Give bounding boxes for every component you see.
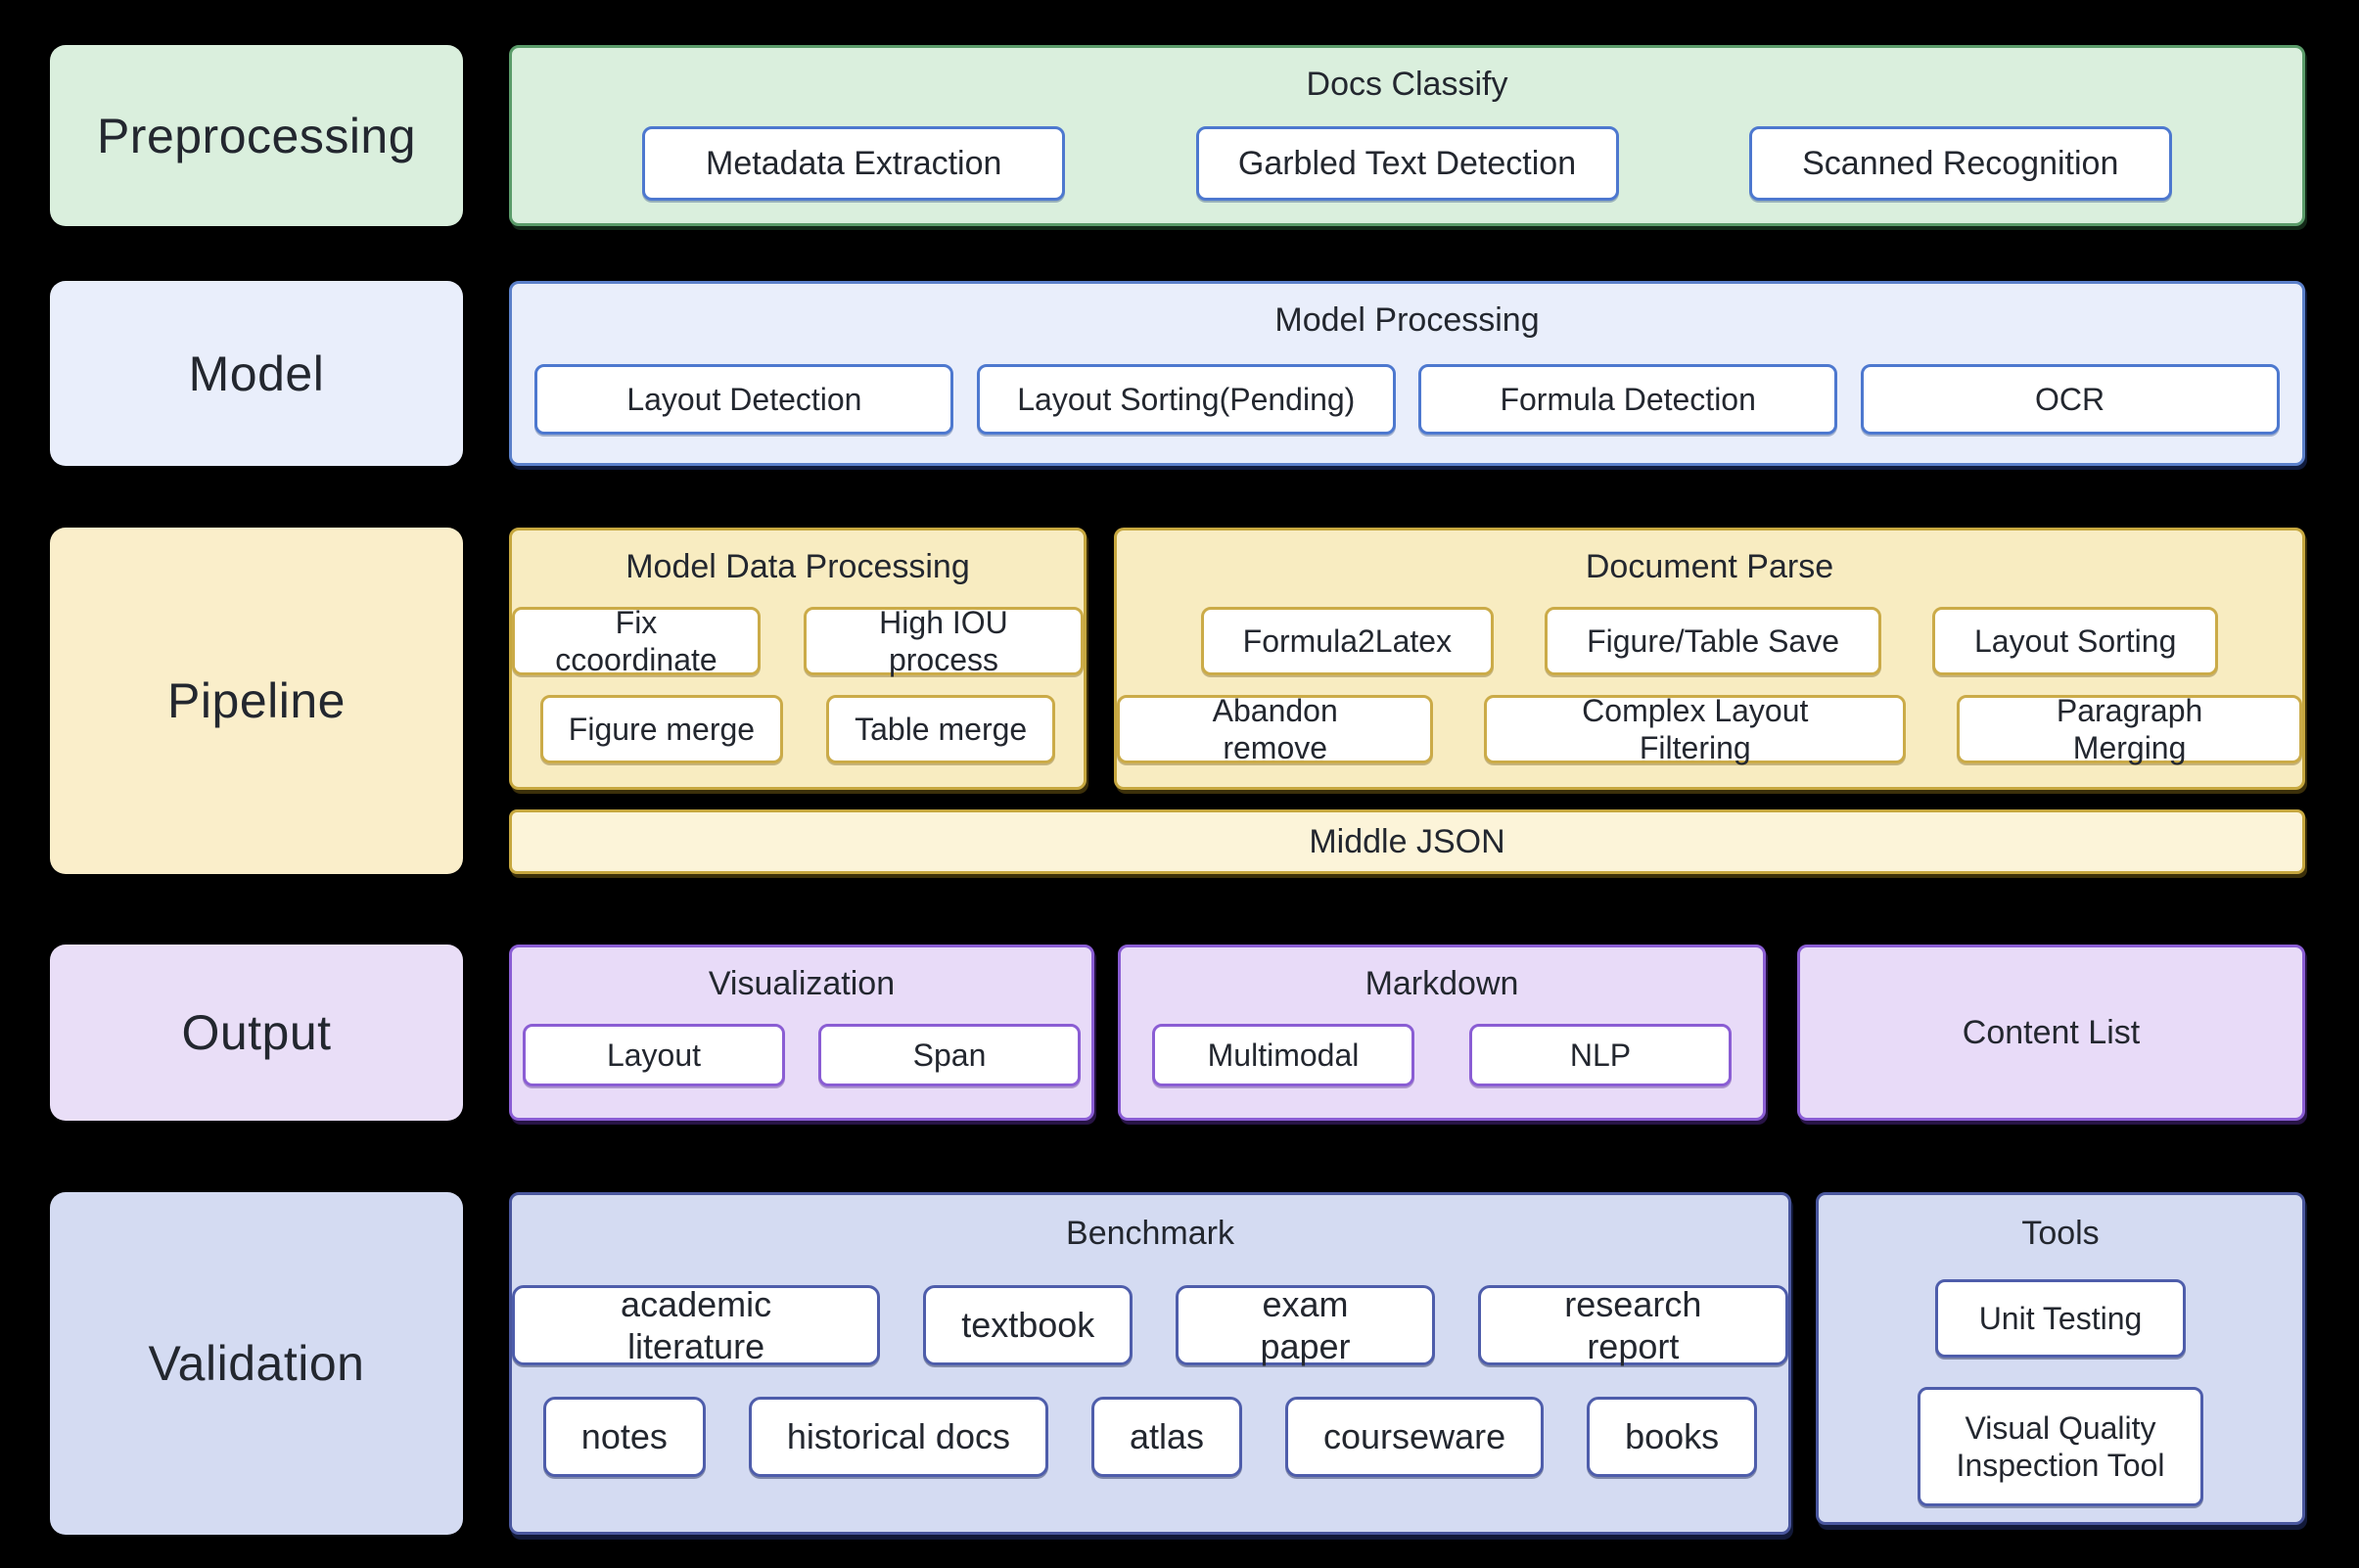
- group-title-docs-classify: Docs Classify: [1306, 66, 1508, 103]
- node-notes: notes: [542, 1397, 706, 1477]
- node-content-list: Content List: [1962, 1014, 2141, 1051]
- node-layout-sorting-pending: Layout Sorting(Pending): [976, 364, 1396, 435]
- document-parse-row1: Formula2Latex Figure/Table Save Layout S…: [1200, 607, 2219, 675]
- node-figure-table-save: Figure/Table Save: [1545, 607, 1881, 675]
- node-formula-detection: Formula Detection: [1418, 364, 1838, 435]
- group-title-visualization: Visualization: [708, 965, 896, 1002]
- node-abandon-remove: Abandon remove: [1117, 693, 1434, 765]
- benchmark-row1: academic literature textbook exam paper …: [512, 1284, 1788, 1366]
- model-processing-buttons: Layout Detection Layout Sorting(Pending)…: [512, 364, 2302, 435]
- group-markdown: Markdown Multimodal NLP: [1118, 945, 1766, 1121]
- group-title-markdown: Markdown: [1365, 965, 1519, 1002]
- node-unit-testing: Unit Testing: [1935, 1279, 2186, 1358]
- node-fix-ccoordinate: Fix ccoordinate: [512, 605, 761, 677]
- node-multimodal: Multimodal: [1152, 1024, 1414, 1086]
- group-title-model-processing: Model Processing: [1274, 301, 1540, 339]
- node-research-report: research report: [1477, 1284, 1788, 1366]
- group-tools: Tools Unit Testing Visual Quality Inspec…: [1816, 1192, 2305, 1525]
- node-span: Span: [818, 1024, 1081, 1086]
- benchmark-row2: notes historical docs atlas courseware b…: [542, 1397, 1758, 1477]
- node-layout-sorting: Layout Sorting: [1932, 607, 2219, 675]
- node-exam-paper: exam paper: [1176, 1284, 1435, 1366]
- group-title-model-data-processing: Model Data Processing: [625, 548, 970, 585]
- node-metadata-extraction: Metadata Extraction: [642, 126, 1066, 201]
- row-model: Model Model Processing Layout Detection …: [0, 281, 2359, 466]
- model-data-processing-row2: Figure merge Table merge: [539, 695, 1056, 763]
- group-model-processing: Model Processing Layout Detection Layout…: [509, 281, 2305, 466]
- group-docs-classify: Docs Classify Metadata Extraction Garble…: [509, 45, 2305, 226]
- group-content-list: Content List: [1797, 945, 2305, 1121]
- node-table-merge: Table merge: [826, 695, 1056, 763]
- row-validation: Validation Benchmark academic literature…: [0, 1192, 2359, 1535]
- document-parse-row2: Abandon remove Complex Layout Filtering …: [1117, 693, 2303, 765]
- node-paragraph-merging: Paragraph Merging: [1957, 693, 2303, 765]
- node-academic-literature: academic literature: [512, 1284, 881, 1366]
- stage-label-preprocessing: Preprocessing: [50, 45, 463, 226]
- row-output-content: Visualization Layout Span Markdown Multi…: [509, 945, 2305, 1121]
- group-visualization: Visualization Layout Span: [509, 945, 1094, 1121]
- node-historical-docs: historical docs: [748, 1397, 1048, 1477]
- node-layout: Layout: [523, 1024, 785, 1086]
- visualization-buttons: Layout Span: [523, 1024, 1081, 1086]
- node-middle-json: Middle JSON: [509, 809, 2305, 874]
- node-layout-detection: Layout Detection: [534, 364, 954, 435]
- docs-classify-buttons: Metadata Extraction Garbled Text Detecti…: [512, 126, 2302, 201]
- node-high-iou-process: High IOU process: [803, 605, 1084, 677]
- model-data-processing-row1: Fix ccoordinate High IOU process: [512, 605, 1084, 677]
- markdown-buttons: Multimodal NLP: [1152, 1024, 1732, 1086]
- row-model-content: Model Processing Layout Detection Layout…: [509, 281, 2305, 466]
- row-validation-content: Benchmark academic literature textbook e…: [509, 1192, 2305, 1535]
- row-output: Output Visualization Layout Span Markdow…: [0, 945, 2359, 1121]
- node-books: books: [1587, 1397, 1758, 1477]
- node-atlas: atlas: [1090, 1397, 1243, 1477]
- group-title-tools: Tools: [2021, 1215, 2100, 1252]
- stage-label-validation: Validation: [50, 1192, 463, 1535]
- node-textbook: textbook: [923, 1285, 1133, 1365]
- stage-label-output: Output: [50, 945, 463, 1121]
- node-complex-layout-filtering: Complex Layout Filtering: [1484, 693, 1907, 765]
- row-pipeline: Pipeline Model Data Processing Fix ccoor…: [0, 528, 2359, 874]
- node-figure-merge: Figure merge: [539, 695, 784, 763]
- row-preprocessing: Preprocessing Docs Classify Metadata Ext…: [0, 45, 2359, 226]
- node-ocr: OCR: [1860, 364, 2280, 435]
- group-title-benchmark: Benchmark: [1066, 1215, 1234, 1252]
- node-visual-quality-inspection-tool: Visual Quality Inspection Tool: [1918, 1387, 2203, 1506]
- group-benchmark: Benchmark academic literature textbook e…: [509, 1192, 1791, 1535]
- row-pipeline-content: Model Data Processing Fix ccoordinate Hi…: [509, 528, 2305, 874]
- group-title-document-parse: Document Parse: [1585, 548, 1834, 585]
- node-formula2latex: Formula2Latex: [1200, 607, 1495, 675]
- group-model-data-processing: Model Data Processing Fix ccoordinate Hi…: [509, 528, 1087, 790]
- group-document-parse: Document Parse Formula2Latex Figure/Tabl…: [1114, 528, 2305, 790]
- stage-label-pipeline: Pipeline: [50, 528, 463, 874]
- row-preprocessing-content: Docs Classify Metadata Extraction Garble…: [509, 45, 2305, 226]
- node-courseware: courseware: [1285, 1397, 1545, 1477]
- node-garbled-text-detection: Garbled Text Detection: [1195, 126, 1619, 201]
- node-nlp: NLP: [1469, 1024, 1732, 1086]
- node-scanned-recognition: Scanned Recognition: [1748, 126, 2172, 201]
- stage-label-model: Model: [50, 281, 463, 466]
